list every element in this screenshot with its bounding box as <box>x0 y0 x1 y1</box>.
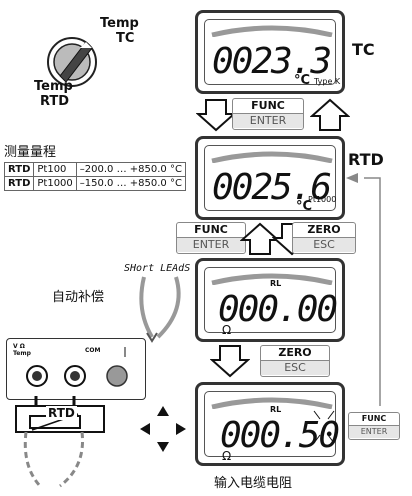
display-rl-label: RL <box>270 405 282 414</box>
enter-label: ENTER <box>349 425 399 438</box>
display-rl-zero-unit: Ω <box>222 323 232 337</box>
auto-comp-label: 自动补偿 <box>52 290 105 305</box>
arrow-up-icon <box>310 98 350 131</box>
enter-label: ENTER <box>233 113 303 128</box>
enter-label: ENTER <box>177 237 245 252</box>
display-tc-sub: Type K <box>314 77 341 86</box>
esc-label: ESC <box>261 360 329 375</box>
table-cell: Pt100 <box>33 162 77 177</box>
display-rtd: 0025.6 °C Pt1000 <box>195 136 345 220</box>
switch-label-tc: TC <box>116 31 135 46</box>
func-enter-button-2[interactable]: FUNC ENTER <box>176 222 246 254</box>
display-rl-cable: RL 000.50 Ω <box>195 382 345 466</box>
zero-esc-button-1[interactable]: ZERO ESC <box>292 222 356 254</box>
table-cell: RTD <box>3 176 35 191</box>
display-rtd-value: 0025.6 <box>212 167 332 208</box>
func-enter-side-button[interactable]: FUNC ENTER <box>348 412 400 440</box>
rotary-switch-icon[interactable] <box>40 18 120 98</box>
rtd-sensor-label: RTD <box>46 406 77 420</box>
jack-temp-label: Temp <box>13 350 31 357</box>
switch-label-temp-bottom: Temp <box>34 79 73 94</box>
jack-vohm-label: V Ω <box>13 343 25 350</box>
table-cell: –150.0 … +850.0 °C <box>75 176 186 191</box>
bargraph-icon <box>211 397 333 409</box>
table-cell: Pt1000 <box>33 176 77 191</box>
func-label: FUNC <box>251 99 285 112</box>
arrow-down-icon <box>210 345 250 378</box>
mode-label-tc: TC <box>352 40 375 59</box>
mode-label-rtd: RTD <box>348 150 384 169</box>
arrow-up-icon <box>240 222 280 255</box>
short-leads-cable-icon <box>139 276 181 343</box>
switch-label-rtd: RTD <box>40 94 70 109</box>
nav-arrows-icon <box>140 406 186 452</box>
bargraph-icon <box>211 25 333 37</box>
range-table: RTD Pt100 –200.0 … +850.0 °C RTD Pt1000 … <box>3 162 186 191</box>
bargraph-icon <box>211 151 333 163</box>
switch-label-temp-top: Temp <box>100 16 139 31</box>
display-rl-zero-value: 000.00 <box>218 289 338 330</box>
display-rl-zero: RL 000.00 Ω <box>195 258 345 342</box>
display-rtd-unit: °C <box>296 199 313 214</box>
bargraph-icon <box>211 273 333 285</box>
jack-panel: V Ω Temp COM <box>6 338 146 400</box>
zero-label: ZERO <box>307 223 341 236</box>
table-cell: RTD <box>3 162 35 177</box>
esc-label: ESC <box>293 237 355 252</box>
return-arrow-icon <box>346 173 381 406</box>
table-row: RTD Pt100 –200.0 … +850.0 °C <box>3 162 186 177</box>
jack-com-label: COM <box>85 347 101 354</box>
func-label: FUNC <box>194 223 228 236</box>
zero-label: ZERO <box>278 346 312 359</box>
display-rl-label: RL <box>270 279 282 288</box>
range-title: 测量量程 <box>4 145 57 160</box>
func-enter-button-1[interactable]: FUNC ENTER <box>232 98 304 130</box>
display-tc: 0023.3 °C Type K <box>195 10 345 94</box>
display-tc-value: 0023.3 <box>212 41 332 82</box>
func-label: FUNC <box>361 414 387 423</box>
jack-sockets-icon <box>26 347 128 387</box>
table-row: RTD Pt1000 –150.0 … +850.0 °C <box>3 176 186 191</box>
short-leads-label: SHort LEAdS <box>124 263 191 274</box>
display-rl-cable-unit: Ω <box>222 449 232 463</box>
zero-esc-button-2[interactable]: ZERO ESC <box>260 345 330 377</box>
display-rtd-sub: Pt1000 <box>308 195 337 204</box>
blink-rays-icon <box>313 410 335 444</box>
display-tc-unit: °C <box>294 73 311 88</box>
table-cell: –200.0 … +850.0 °C <box>75 162 186 177</box>
arrow-down-icon <box>196 99 236 132</box>
input-cable-label: 输入电缆电阻 <box>214 476 293 491</box>
